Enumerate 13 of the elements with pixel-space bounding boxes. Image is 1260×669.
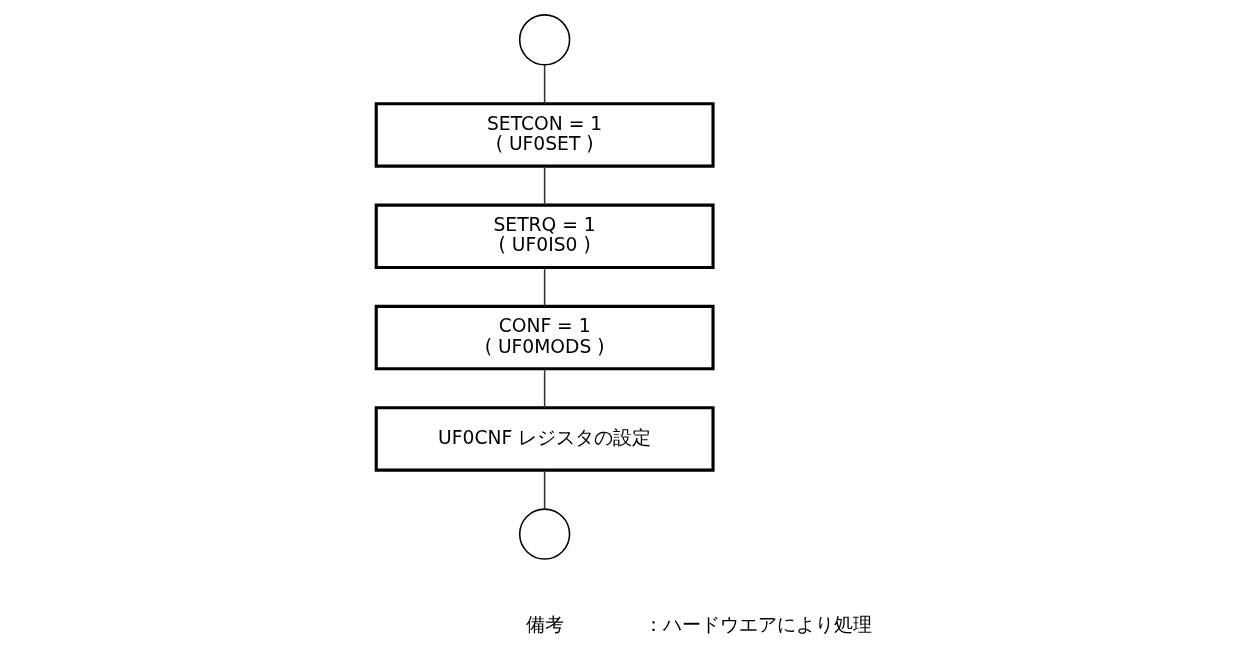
- node-circle: [518, 14, 571, 66]
- label: ：ハードウエアにより処理: [644, 613, 873, 635]
- node-circle: [518, 508, 571, 560]
- connector: [543, 469, 546, 510]
- connector: [543, 267, 546, 307]
- node-box: UF0CNF レジスタの設定: [374, 406, 715, 472]
- connector: [543, 165, 546, 206]
- node-box: SETCON = 1 ( UF0SET ): [374, 102, 715, 168]
- node-box: SETRQ = 1 ( UF0IS0 ): [374, 203, 715, 269]
- connector: [543, 368, 546, 409]
- label: 備考: [525, 613, 564, 635]
- connector: [543, 64, 546, 105]
- node-box: CONF = 1 ( UF0MODS ): [374, 304, 715, 371]
